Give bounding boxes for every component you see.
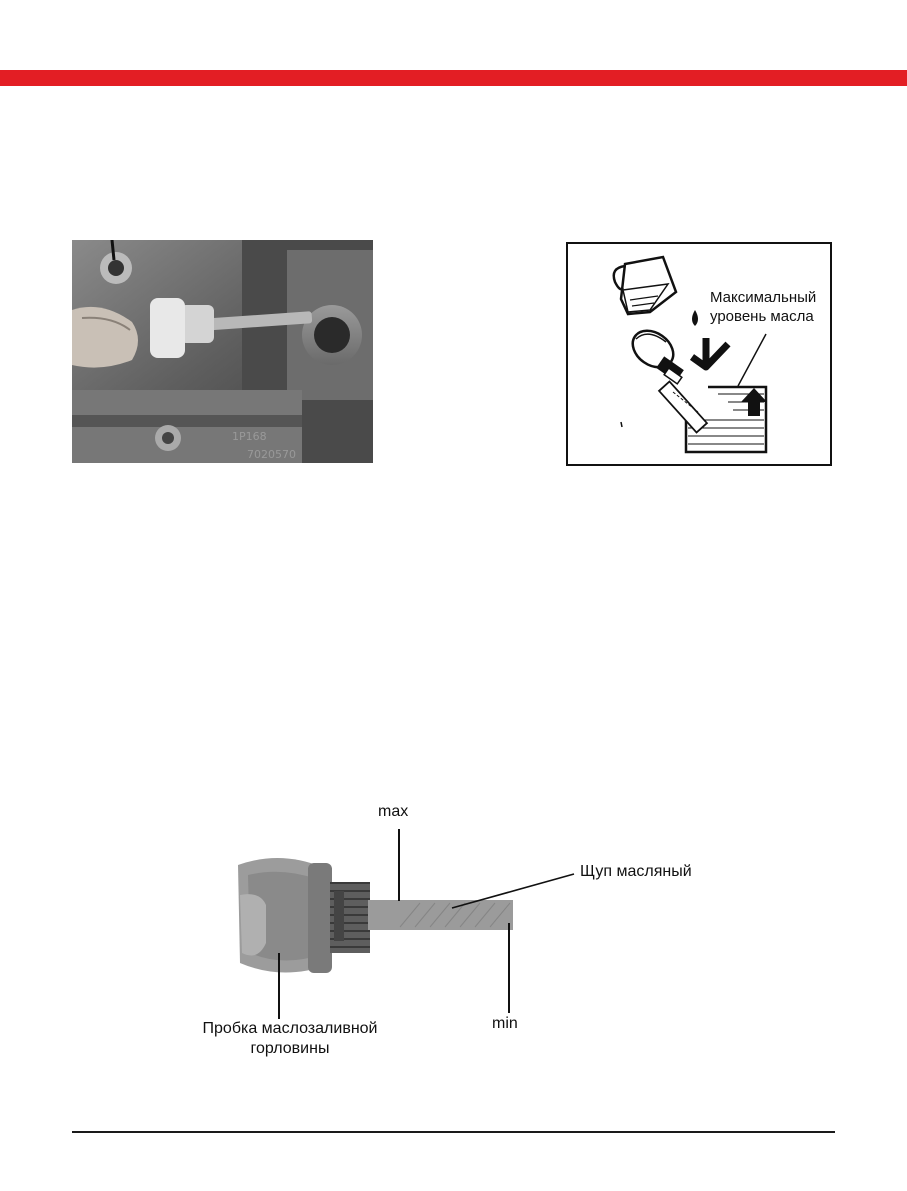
filler-cap-label-line-2: горловины <box>250 1040 330 1057</box>
dipstick-label: Щуп масляный <box>580 863 692 880</box>
max-mark-label: max <box>378 803 409 820</box>
up-arrow-icon <box>741 388 767 416</box>
oil-level-diagram: Максимальный уровень масла <box>566 242 832 466</box>
filler-cap-label: Пробка маслозаливной горловины <box>170 1019 410 1059</box>
header-accent-bar <box>0 70 907 86</box>
filler-cap-icon <box>238 857 370 973</box>
svg-text:1P168: 1P168 <box>232 430 267 443</box>
dipstick-drawing <box>657 380 709 434</box>
oil-cap-photo: 1P168 7020570 <box>72 240 373 463</box>
caption-line-1: Максимальный <box>710 289 817 306</box>
max-oil-level-caption: Максимальный уровень масла <box>710 288 816 326</box>
oil-jug-icon <box>612 255 678 316</box>
caption-line-2: уровень масла <box>710 308 814 325</box>
svg-text:7020570: 7020570 <box>247 448 296 461</box>
dipstick-figure: max Щуп масляный min Пробка маслозаливно… <box>170 795 770 1075</box>
footer-rule <box>72 1131 835 1133</box>
oil-drop-icon <box>692 310 698 326</box>
filler-cap-drawing <box>631 329 684 385</box>
filler-cap-label-line-1: Пробка маслозаливной <box>202 1020 378 1037</box>
min-mark-label: min <box>492 1015 518 1032</box>
